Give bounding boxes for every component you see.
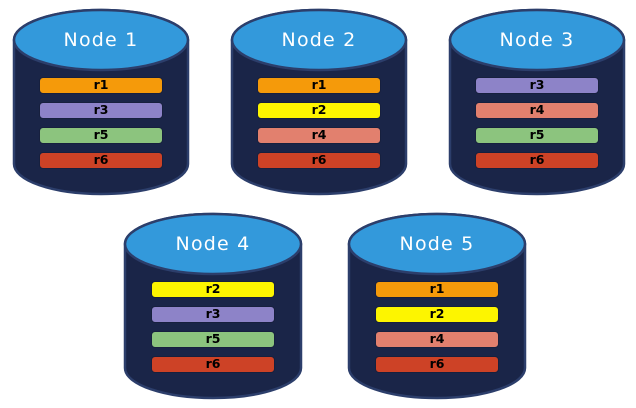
replica-bar[interactable]: r1: [39, 77, 163, 94]
replica-bar-list: r2 r3 r5 r6: [123, 281, 303, 373]
replica-label: r1: [429, 281, 445, 297]
cylinder-shape: [123, 212, 303, 400]
replica-bar-list: r3 r4 r5 r6: [448, 77, 626, 169]
replica-label: r2: [311, 102, 327, 118]
cylinder-top-ellipse: [448, 8, 626, 72]
replica-bar[interactable]: r5: [475, 127, 599, 144]
replica-label: r6: [205, 356, 221, 372]
replica-bar[interactable]: r2: [257, 102, 381, 119]
replica-label: r3: [529, 77, 545, 93]
replica-label: r4: [429, 331, 445, 347]
replica-bar[interactable]: r6: [151, 356, 275, 373]
replica-label: r5: [529, 127, 545, 143]
replica-bar[interactable]: r4: [375, 331, 499, 348]
replica-bar[interactable]: r4: [257, 127, 381, 144]
cylinder-top-ellipse: [12, 8, 190, 72]
replica-label: r4: [529, 102, 545, 118]
replica-bar-list: r1 r3 r5 r6: [12, 77, 190, 169]
replica-label: r5: [205, 331, 221, 347]
replica-bar[interactable]: r3: [151, 306, 275, 323]
replica-bar[interactable]: r3: [475, 77, 599, 94]
replica-bar[interactable]: r1: [375, 281, 499, 298]
replica-bar[interactable]: r6: [475, 152, 599, 169]
replica-bar[interactable]: r4: [475, 102, 599, 119]
cylinder-top-ellipse: [123, 212, 303, 276]
replica-label: r6: [93, 152, 109, 168]
replica-label: r2: [205, 281, 221, 297]
replica-bar[interactable]: r2: [375, 306, 499, 323]
replica-bar-list: r1 r2 r4 r6: [230, 77, 408, 169]
cylinder-top-ellipse: [230, 8, 408, 72]
replica-label: r5: [93, 127, 109, 143]
replica-bar[interactable]: r5: [151, 331, 275, 348]
replica-label: r6: [429, 356, 445, 372]
replica-bar[interactable]: r3: [39, 102, 163, 119]
replica-bar[interactable]: r1: [257, 77, 381, 94]
replica-label: r2: [429, 306, 445, 322]
replica-bar-list: r1 r2 r4 r6: [347, 281, 527, 373]
replica-bar[interactable]: r6: [375, 356, 499, 373]
replica-bar[interactable]: r2: [151, 281, 275, 298]
replica-label: r6: [529, 152, 545, 168]
replica-label: r1: [93, 77, 109, 93]
replica-label: r3: [93, 102, 109, 118]
replica-bar[interactable]: r5: [39, 127, 163, 144]
replica-label: r6: [311, 152, 327, 168]
replica-bar[interactable]: r6: [39, 152, 163, 169]
replica-label: r3: [205, 306, 221, 322]
replica-bar[interactable]: r6: [257, 152, 381, 169]
replica-label: r4: [311, 127, 327, 143]
cylinder-top-ellipse: [347, 212, 527, 276]
replica-label: r1: [311, 77, 327, 93]
